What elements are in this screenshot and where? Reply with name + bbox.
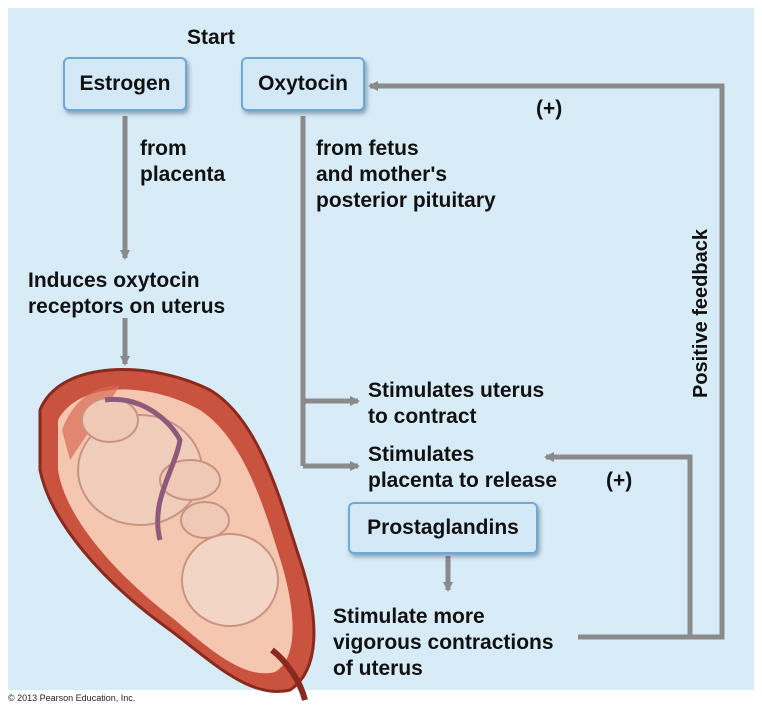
- copyright-notice: © 2013 Pearson Education, Inc.: [8, 693, 136, 703]
- oxytocin-label: Oxytocin: [258, 72, 348, 95]
- stim-more-line3: of uterus: [333, 657, 423, 680]
- oxytocin-box: Oxytocin: [241, 57, 365, 111]
- start-label: Start: [187, 26, 235, 49]
- from-placenta-line2: placenta: [140, 163, 226, 186]
- positive-feedback-label: Positive feedback: [690, 229, 712, 398]
- prostaglandins-box: Prostaglandins: [348, 502, 538, 554]
- stim-placenta-line1: Stimulates: [368, 443, 475, 466]
- from-fetus-line1: from fetus: [316, 137, 419, 160]
- stim-more-line2: vigorous contractions: [333, 631, 554, 654]
- estrogen-label: Estrogen: [79, 72, 171, 95]
- feedback-loop-outer: [368, 81, 725, 640]
- plus-sign-top: (+): [536, 97, 563, 120]
- uterus-fetus-illustration: [38, 368, 316, 701]
- stim-more-line1: Stimulate more: [333, 605, 485, 628]
- from-fetus-line3: posterior pituitary: [316, 189, 496, 212]
- induces-line2: receptors on uterus: [28, 295, 226, 318]
- from-placenta-line1: from: [140, 137, 187, 160]
- stim-uterus-line1: Stimulates uterus: [368, 379, 545, 402]
- from-fetus-line2: and mother's: [316, 163, 448, 186]
- feedback-loop-inner: [544, 452, 693, 640]
- plus-sign-mid: (+): [606, 469, 633, 492]
- stim-placenta-line2: placenta to release: [368, 469, 558, 492]
- stim-uterus-line2: to contract: [368, 405, 477, 428]
- induces-line1: Induces oxytocin: [28, 269, 200, 292]
- prostaglandins-label: Prostaglandins: [367, 516, 519, 539]
- estrogen-box: Estrogen: [63, 57, 187, 111]
